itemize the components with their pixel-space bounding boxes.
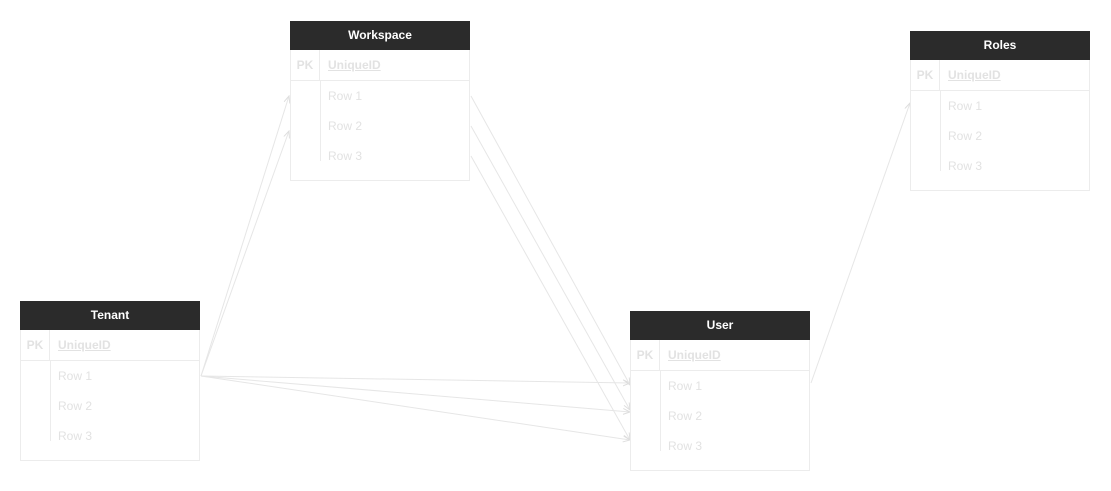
connector-tenant-workspace-2: [200, 131, 289, 377]
column-divider: [940, 91, 941, 171]
pk-label: PK: [911, 60, 940, 90]
column-divider: [660, 371, 661, 451]
key-field: UniqueID: [328, 58, 381, 72]
primary-key-row: PK UniqueID: [631, 340, 809, 371]
entity-title: Workspace: [290, 21, 470, 50]
connector-workspace-user-2: [470, 125, 630, 410]
key-field: UniqueID: [58, 338, 111, 352]
field-row: Row 3: [328, 149, 363, 163]
field-row: Row 1: [328, 89, 363, 103]
primary-key-row: PK UniqueID: [911, 60, 1089, 91]
entity-title: User: [630, 311, 810, 340]
pk-label: PK: [631, 340, 660, 370]
connector-user-roles: [810, 103, 910, 384]
key-field: UniqueID: [668, 348, 721, 362]
entity-title: Tenant: [20, 301, 200, 330]
column-divider: [320, 81, 321, 161]
entity-roles[interactable]: Roles PK UniqueID Row 1 Row 2 Row 3: [910, 31, 1090, 191]
field-row: Row 2: [668, 409, 703, 423]
column-divider: [50, 361, 51, 441]
connector-tenant-user-1: [200, 375, 630, 383]
field-row: Row 2: [328, 119, 363, 133]
field-row: Row 2: [58, 399, 93, 413]
connector-tenant-user-2: [200, 375, 630, 412]
connector-workspace-user-1: [470, 95, 630, 385]
field-row: Row 2: [948, 129, 983, 143]
entity-tenant[interactable]: Tenant PK UniqueID Row 1 Row 2 Row 3: [20, 301, 200, 461]
entity-workspace[interactable]: Workspace PK UniqueID Row 1 Row 2 Row 3: [290, 21, 470, 181]
connector-tenant-workspace-1: [200, 96, 289, 377]
field-row: Row 3: [58, 429, 93, 443]
pk-label: PK: [291, 50, 320, 80]
primary-key-row: PK UniqueID: [21, 330, 199, 361]
entity-title: Roles: [910, 31, 1090, 60]
field-row: Row 3: [668, 439, 703, 453]
pk-label: PK: [21, 330, 50, 360]
key-field: UniqueID: [948, 68, 1001, 82]
connector-workspace-user-3: [470, 155, 630, 440]
field-row: Row 3: [948, 159, 983, 173]
field-row: Row 1: [948, 99, 983, 113]
field-row: Row 1: [58, 369, 93, 383]
entity-user[interactable]: User PK UniqueID Row 1 Row 2 Row 3: [630, 311, 810, 471]
field-row: Row 1: [668, 379, 703, 393]
primary-key-row: PK UniqueID: [291, 50, 469, 81]
connector-tenant-user-3: [200, 375, 630, 440]
